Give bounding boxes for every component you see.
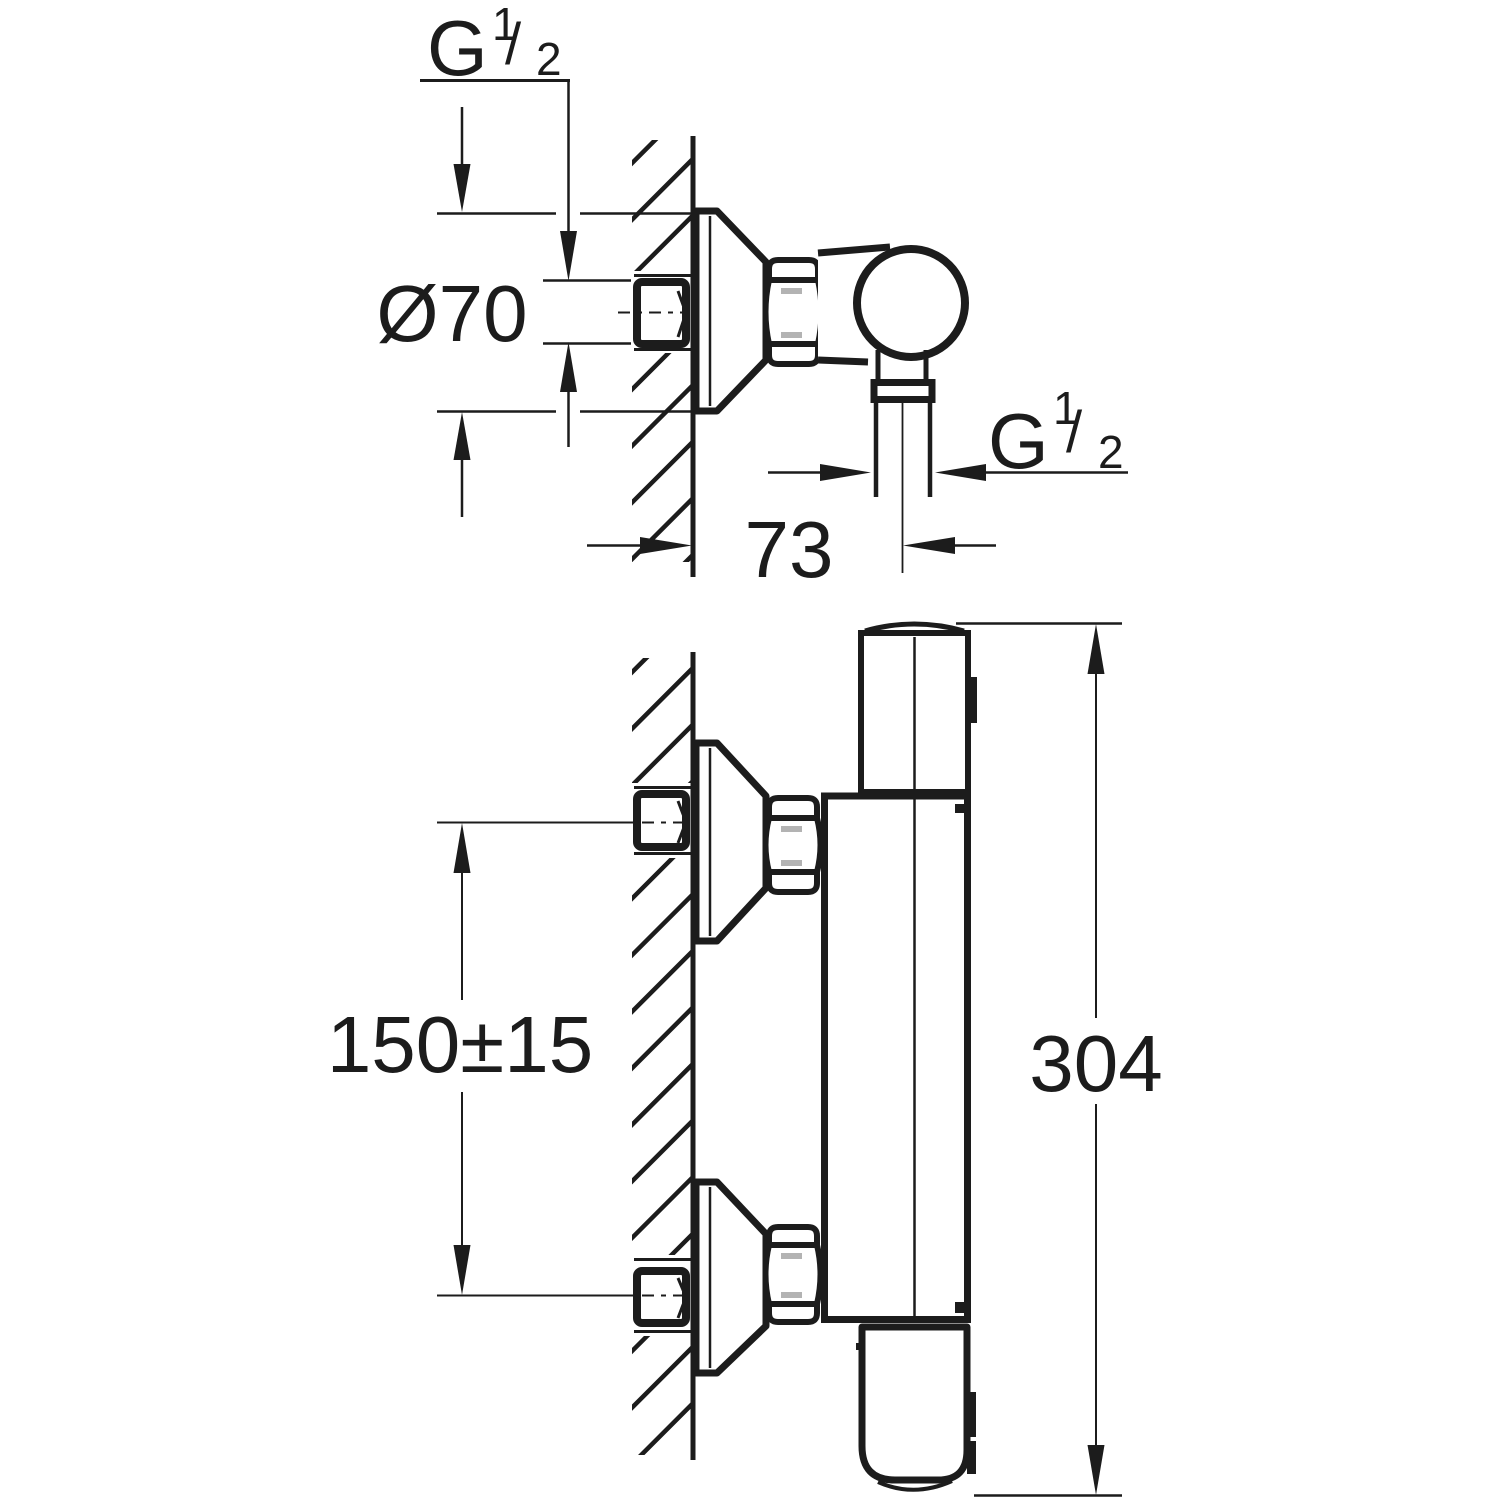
mixer-body-front — [821, 621, 977, 1492]
arrowhead — [820, 464, 871, 481]
arrowhead — [935, 464, 986, 481]
thread-wall-label-denominator: 2 — [536, 33, 562, 85]
thread-wall-label-slash: / — [505, 12, 522, 77]
top-cap-dome-arc — [864, 621, 965, 634]
thread-highlight — [781, 826, 802, 832]
bottom-cap-left-tick — [856, 1343, 862, 1350]
outlet-collar — [870, 379, 936, 403]
thermostat-knob-side — [853, 245, 969, 361]
dimension-flange-diameter: Ø70 — [376, 107, 694, 517]
overall-height-label: 304 — [1029, 1019, 1162, 1108]
thread-highlight — [781, 1253, 802, 1259]
clip-detail-lower — [955, 1302, 967, 1313]
wall-stub-lower — [633, 1267, 690, 1327]
thread-wall-label-base: G — [427, 4, 488, 92]
union-nut-upper — [762, 795, 824, 895]
wall-section-front — [629, 652, 696, 1460]
thread-wall-label-numerator: 1 — [492, 0, 518, 50]
arrowhead — [453, 1245, 471, 1295]
arrowhead — [560, 342, 577, 392]
connection-spacing-label: 150±15 — [327, 1000, 593, 1089]
dimension-thread-outlet: G 1 / 2 — [768, 382, 1128, 485]
union-nut-lower — [762, 1224, 824, 1325]
wall-section-side — [629, 136, 696, 577]
thread-highlight — [781, 288, 802, 294]
escutcheon-lower — [692, 1178, 770, 1377]
arrowhead — [1087, 1445, 1105, 1495]
union-nut-side — [762, 257, 825, 367]
arrowhead — [1087, 624, 1105, 674]
dimension-wall-to-outlet: 73 — [587, 505, 996, 594]
clip-detail-upper — [955, 804, 966, 813]
thread-highlight — [781, 860, 802, 866]
body-main — [821, 792, 971, 1323]
arrowhead — [453, 164, 471, 212]
top-cap-edge-detail — [968, 677, 977, 723]
arrowhead — [560, 231, 577, 281]
wall-stub-upper — [633, 790, 690, 851]
dimension-thread-wall: G 1 / 2 — [420, 0, 631, 447]
thread-highlight — [781, 1292, 802, 1298]
wall-to-outlet-label: 73 — [745, 505, 834, 594]
thread-outlet-label-denominator: 2 — [1098, 426, 1124, 478]
thread-outlet-label-base: G — [988, 397, 1049, 485]
dimension-connection-spacing: 150±15 — [327, 821, 638, 1297]
front-view — [629, 621, 977, 1492]
bottom-cap-dome-arc — [877, 1479, 953, 1492]
arrowhead — [453, 823, 471, 873]
thread-outlet-label-numerator: 1 — [1053, 382, 1079, 434]
valve-body-side — [817, 243, 969, 573]
escutcheon-side — [692, 207, 770, 415]
arrowhead — [640, 537, 692, 554]
body-bottom-cap — [858, 1323, 971, 1484]
bottom-cap-edge-detail — [967, 1441, 976, 1474]
arrowhead — [453, 412, 471, 460]
thread-outlet-label-slash: / — [1066, 400, 1083, 465]
thread-highlight — [781, 332, 802, 338]
wall-stub-side — [633, 278, 690, 348]
dimension-overall-height: 304 — [956, 622, 1163, 1497]
escutcheon-upper — [692, 739, 770, 945]
arrowhead — [903, 537, 955, 554]
flange-diameter-label: Ø70 — [376, 269, 527, 358]
side-view — [618, 136, 969, 577]
bottom-cap-edge-detail — [967, 1392, 976, 1437]
